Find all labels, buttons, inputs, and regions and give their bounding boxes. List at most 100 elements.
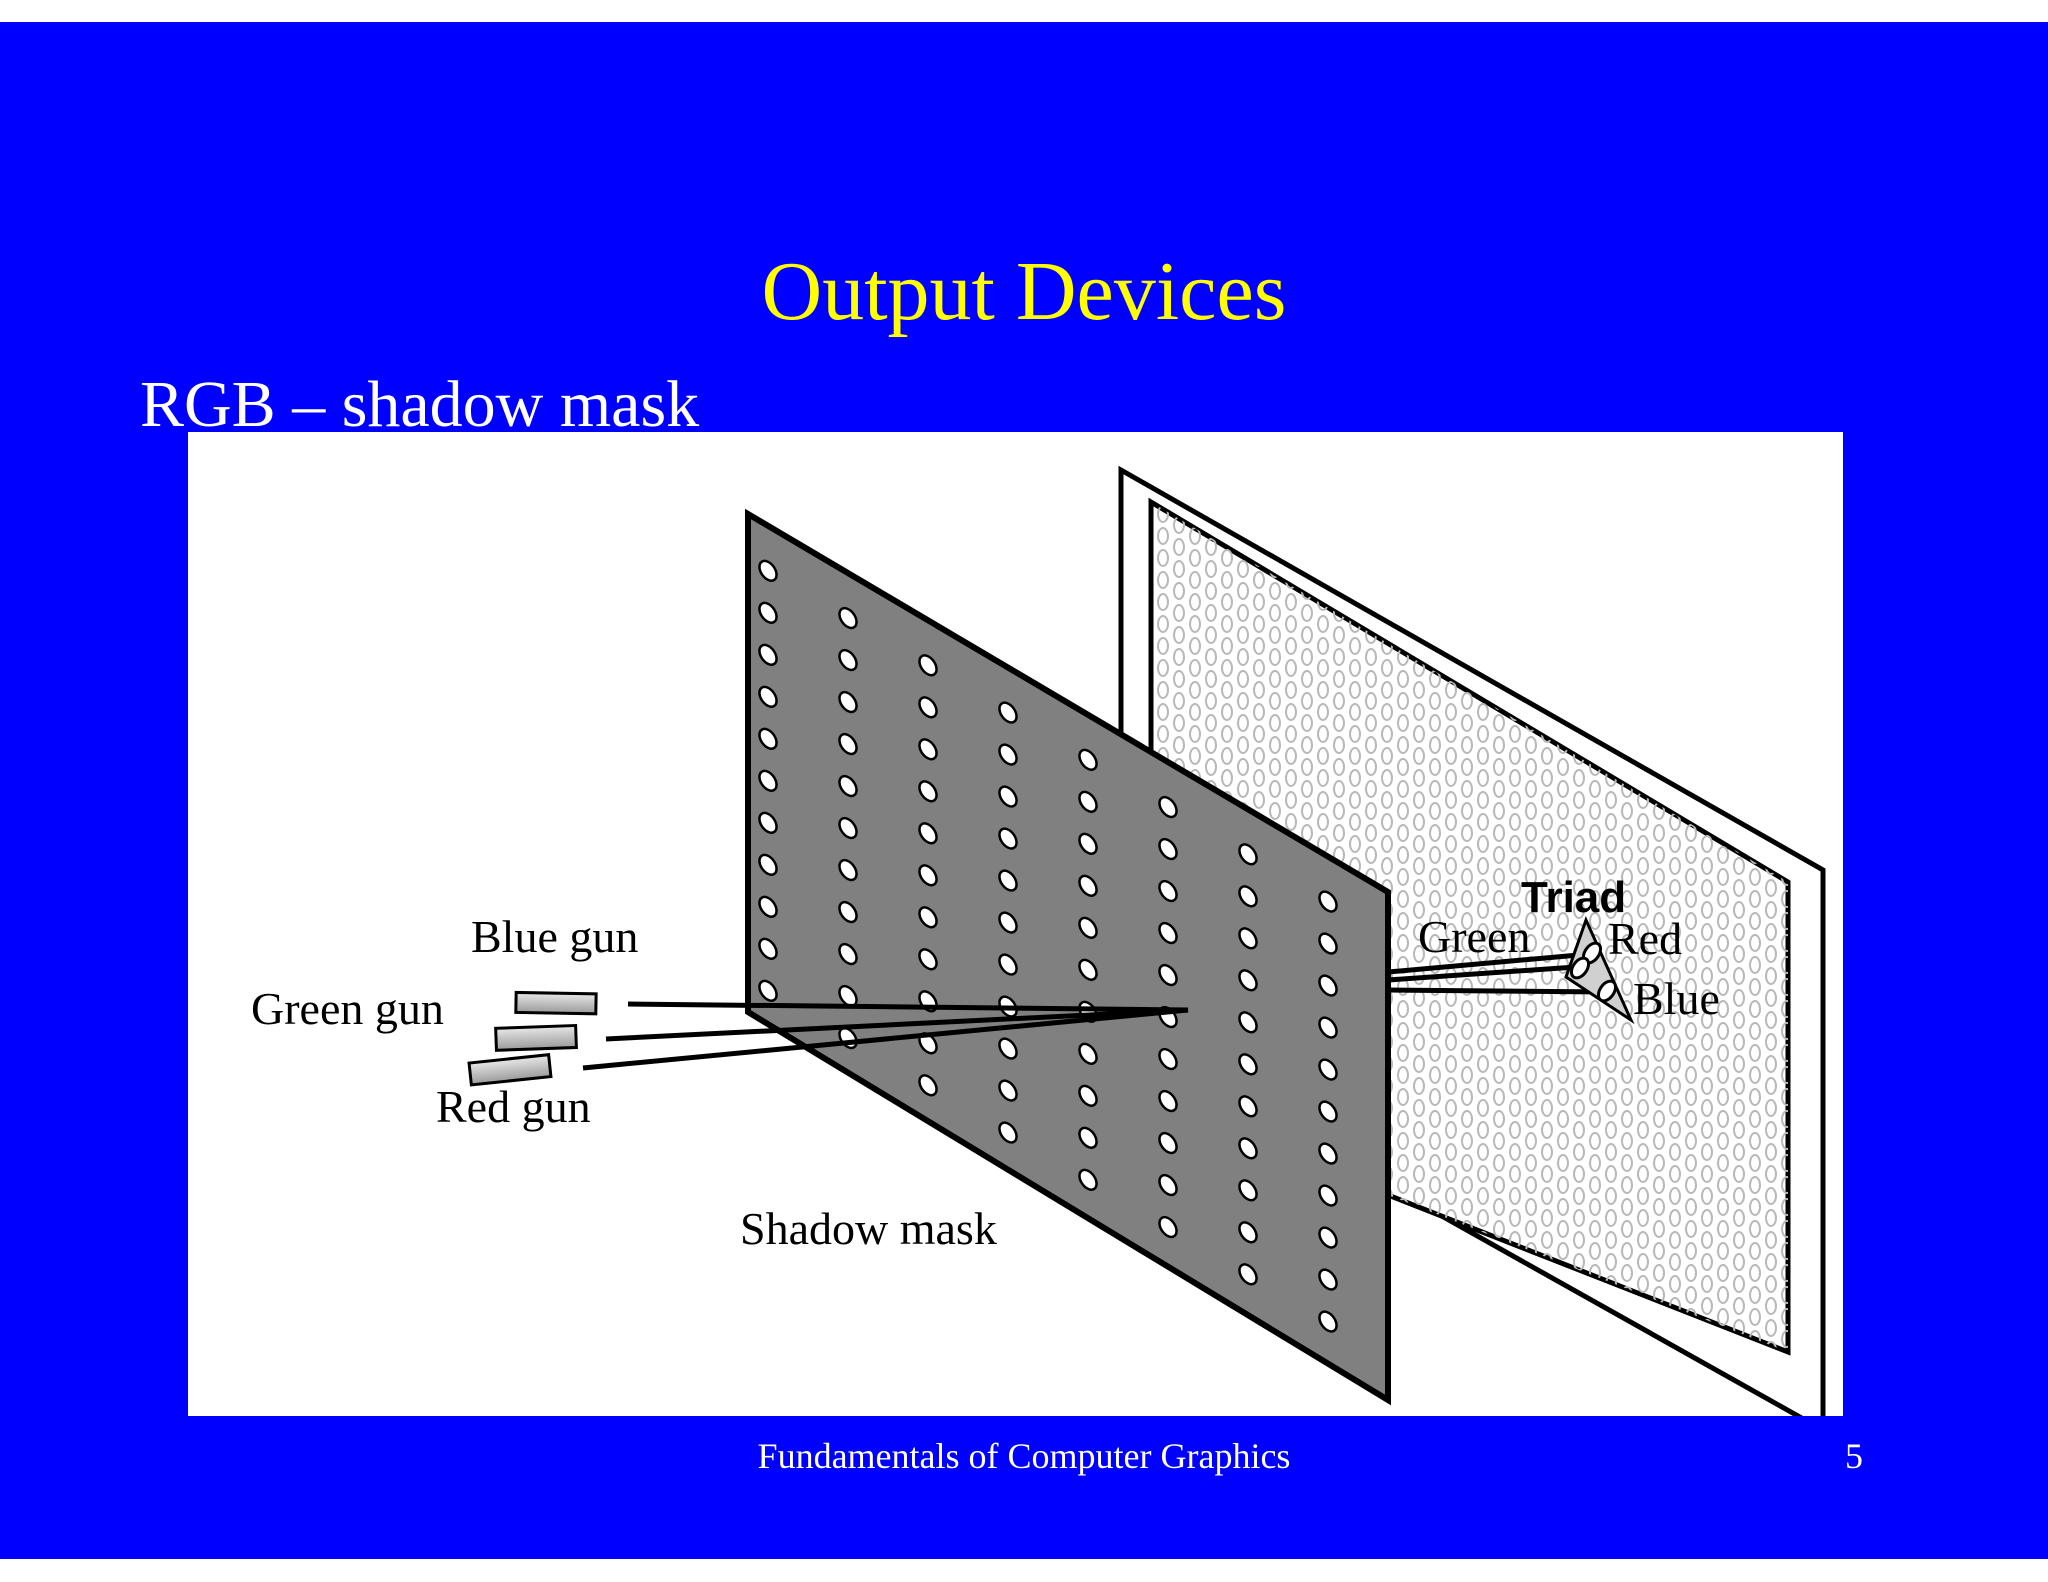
phosphor-dot bbox=[1381, 813, 1393, 831]
phosphor-dot bbox=[1781, 1286, 1788, 1304]
label-triad-blue: Blue bbox=[1633, 973, 1720, 1024]
phosphor-dot bbox=[1445, 615, 1457, 633]
phosphor-dot bbox=[1397, 1022, 1409, 1040]
phosphor-dot bbox=[1701, 1033, 1713, 1051]
phosphor-dot bbox=[1669, 1033, 1681, 1051]
label-triad: Triad bbox=[1521, 873, 1626, 922]
phosphor-dot bbox=[1461, 802, 1473, 820]
mask-hole bbox=[758, 979, 778, 1002]
mask-hole bbox=[1318, 1058, 1338, 1081]
phosphor-dot bbox=[1445, 1253, 1457, 1271]
phosphor-dot bbox=[1541, 1297, 1553, 1315]
phosphor-dot bbox=[1253, 681, 1265, 699]
phosphor-dot bbox=[1477, 769, 1489, 787]
phosphor-dot bbox=[1237, 560, 1249, 578]
phosphor-dot bbox=[1462, 1353, 1472, 1369]
phosphor-dot bbox=[1685, 1286, 1697, 1304]
phosphor-dot bbox=[1349, 769, 1361, 787]
phosphor-dot bbox=[1493, 758, 1505, 776]
phosphor-dot bbox=[1350, 484, 1360, 500]
phosphor-dot bbox=[1445, 945, 1457, 963]
phosphor-dot bbox=[1669, 659, 1681, 677]
phosphor-dot bbox=[1173, 538, 1185, 556]
phosphor-dot bbox=[1333, 758, 1345, 776]
phosphor-dot bbox=[1573, 813, 1585, 831]
phosphor-dot bbox=[1589, 846, 1601, 864]
mask-hole bbox=[1078, 1042, 1098, 1065]
phosphor-dot bbox=[1413, 1055, 1425, 1073]
phosphor-dot bbox=[1397, 502, 1409, 512]
phosphor-dot bbox=[1541, 1209, 1553, 1227]
phosphor-dot bbox=[1749, 1000, 1761, 1018]
phosphor-dot bbox=[1413, 1165, 1425, 1183]
phosphor-dot bbox=[1365, 736, 1377, 754]
blue-beam bbox=[627, 1001, 1189, 1013]
phosphor-dot bbox=[1765, 615, 1777, 633]
phosphor-dot bbox=[1717, 1088, 1729, 1106]
phosphor-dot bbox=[1605, 1011, 1617, 1029]
phosphor-dot bbox=[1301, 670, 1313, 688]
phosphor-dot bbox=[1717, 1242, 1729, 1260]
phosphor-dot bbox=[1509, 615, 1521, 633]
phosphor-dot bbox=[1669, 989, 1681, 1007]
phosphor-dot bbox=[1413, 703, 1425, 721]
phosphor-dot bbox=[1733, 1143, 1745, 1161]
phosphor-dot bbox=[1573, 659, 1585, 677]
phosphor-dot bbox=[1685, 1220, 1697, 1238]
phosphor-dot bbox=[1413, 1209, 1425, 1227]
phosphor-dot bbox=[1461, 736, 1473, 754]
mask-hole bbox=[998, 827, 1018, 850]
phosphor-dot bbox=[1317, 747, 1329, 765]
phosphor-dot bbox=[1461, 582, 1473, 600]
phosphor-dot bbox=[1397, 1088, 1409, 1106]
phosphor-dot bbox=[1509, 1275, 1521, 1293]
phosphor-dot bbox=[1717, 582, 1729, 600]
phosphor-dot bbox=[1781, 538, 1788, 556]
phosphor-dot bbox=[1493, 1154, 1505, 1172]
phosphor-dot bbox=[1734, 484, 1744, 500]
phosphor-dot bbox=[1237, 516, 1249, 534]
phosphor-dot bbox=[1509, 813, 1521, 831]
phosphor-dot bbox=[1477, 1121, 1489, 1139]
phosphor-dot bbox=[1701, 857, 1713, 875]
phosphor-dot bbox=[1605, 1231, 1617, 1249]
phosphor-dot bbox=[1621, 538, 1633, 556]
phosphor-dot bbox=[1397, 1330, 1409, 1348]
phosphor-dot bbox=[1493, 502, 1505, 512]
phosphor-dot bbox=[1733, 879, 1745, 897]
mask-hole bbox=[838, 774, 858, 798]
phosphor-dot bbox=[1493, 890, 1505, 908]
phosphor-dot bbox=[1509, 637, 1521, 655]
phosphor-dot bbox=[1749, 1022, 1761, 1040]
phosphor-dot bbox=[1317, 791, 1329, 809]
phosphor-dot bbox=[1189, 1297, 1201, 1315]
phosphor-dot bbox=[1733, 571, 1745, 589]
phosphor-dot bbox=[1301, 802, 1313, 820]
phosphor-dot bbox=[1237, 780, 1249, 798]
phosphor-dot bbox=[1670, 484, 1680, 500]
phosphor-dot bbox=[1173, 1308, 1185, 1326]
phosphor-dot bbox=[1317, 769, 1329, 787]
phosphor-dot bbox=[1589, 560, 1601, 578]
phosphor-dot bbox=[1461, 1154, 1473, 1172]
phosphor-dot bbox=[1589, 714, 1601, 732]
phosphor-dot bbox=[1717, 604, 1729, 622]
phosphor-dot bbox=[1509, 527, 1521, 545]
phosphor-dot bbox=[1733, 1099, 1745, 1117]
phosphor-dot bbox=[1573, 901, 1585, 919]
mask-hole bbox=[1158, 1215, 1178, 1239]
phosphor-dot bbox=[1413, 505, 1425, 523]
phosphor-dot bbox=[1333, 692, 1345, 710]
phosphor-dot bbox=[1253, 791, 1265, 809]
phosphor-dot bbox=[1637, 967, 1649, 985]
phosphor-dot bbox=[1749, 648, 1761, 666]
mask-hole bbox=[1238, 1053, 1258, 1076]
mask-hole bbox=[1078, 748, 1098, 771]
phosphor-dot bbox=[1525, 670, 1537, 688]
phosphor-dot bbox=[1765, 725, 1777, 743]
phosphor-dot bbox=[1573, 791, 1585, 809]
phosphor-dot bbox=[1557, 538, 1569, 556]
phosphor-dot bbox=[1221, 725, 1233, 743]
phosphor-dot bbox=[1429, 802, 1441, 820]
phosphor-dot bbox=[1221, 549, 1233, 567]
